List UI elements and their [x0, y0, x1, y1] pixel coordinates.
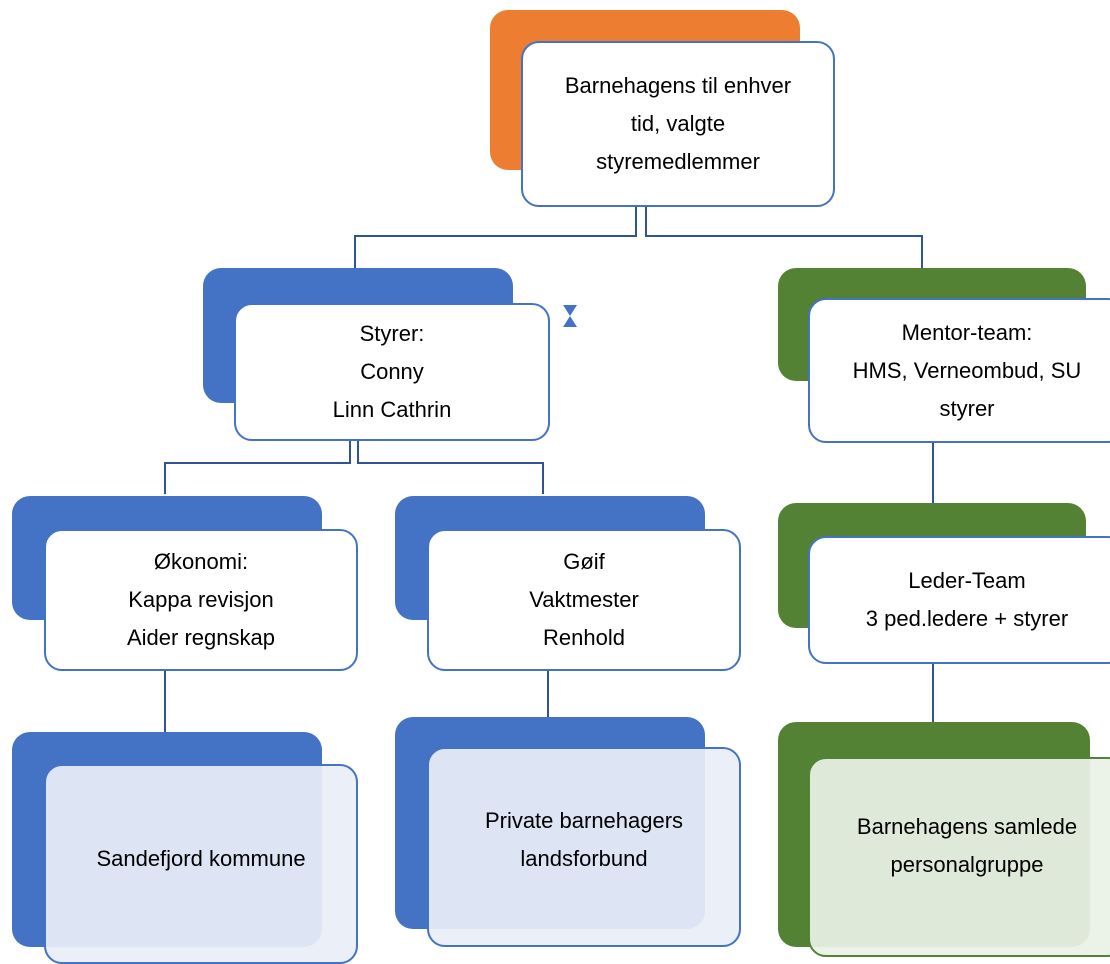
hourglass-icon	[563, 305, 577, 327]
mentor-node-line-2: HMS, Verneombud, SU	[852, 357, 1082, 383]
leder-node: Leder-Team 3 ped.ledere + styrer	[808, 536, 1110, 664]
kommune-node-line-1: Sandefjord kommune	[96, 846, 306, 871]
mentor-node: Mentor-team: HMS, Verneombud, SU styrer	[808, 298, 1110, 443]
okonomi-node: Økonomi: Kappa revisjon Aider regnskap	[44, 529, 358, 671]
top-node-line-2: tid, valgte	[630, 111, 726, 136]
okonomi-node-line-3: Aider regnskap	[127, 625, 275, 650]
personal-node: Barnehagens samlede personalgruppe	[808, 757, 1110, 957]
top-node-line-1: Barnehagens til enhver	[564, 73, 792, 98]
leder-node-line-2: 3 ped.ledere + styrer	[865, 606, 1069, 631]
mentor-node-line-3: styrer	[939, 395, 995, 421]
personal-node-line-2: personalgruppe	[890, 852, 1044, 877]
styrer-node-line-3: Linn Cathrin	[332, 397, 452, 422]
personal-node-line-1: Barnehagens samlede	[856, 814, 1078, 839]
goif-node-line-2: Vaktmester	[529, 587, 639, 612]
goif-node-line-1: Gøif	[563, 549, 605, 574]
leder-node-line-1: Leder-Team	[908, 568, 1026, 593]
top-node-line-3: styremedlemmer	[596, 149, 760, 174]
top-node: Barnehagens til enhver tid, valgte styre…	[521, 41, 835, 207]
goif-node-line-3: Renhold	[543, 625, 625, 650]
mentor-node-line-1: Mentor-team:	[901, 319, 1033, 345]
kommune-node: Sandefjord kommune	[44, 764, 358, 964]
pbl-node-line-1: Private barnehagers	[484, 808, 684, 833]
pbl-node-line-2: landsforbund	[520, 846, 648, 871]
styrer-node-line-1: Styrer:	[359, 321, 425, 346]
pbl-node: Private barnehagers landsforbund	[427, 747, 741, 947]
okonomi-node-line-1: Økonomi:	[153, 549, 249, 574]
goif-node: Gøif Vaktmester Renhold	[427, 529, 741, 671]
okonomi-node-line-2: Kappa revisjon	[128, 587, 274, 612]
styrer-node-line-2: Conny	[360, 359, 424, 384]
styrer-node: Styrer: Conny Linn Cathrin	[234, 303, 550, 441]
